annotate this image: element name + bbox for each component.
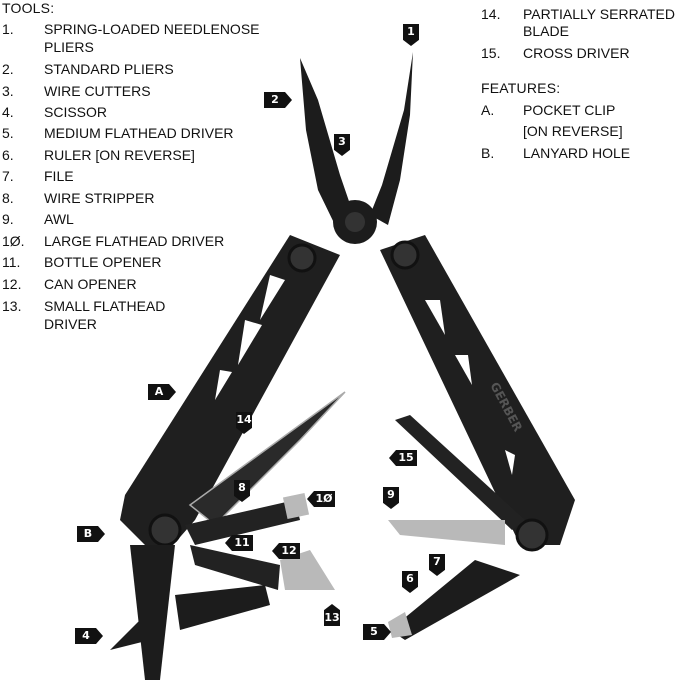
callout-15: 15 [389, 450, 417, 466]
item-label: PLIERS [44, 39, 94, 55]
callout-12: 12 [272, 543, 300, 559]
item-label: PARTIALLY SERRATED [523, 6, 675, 22]
item-number: 14. [481, 6, 501, 22]
item-number: 15. [481, 45, 501, 61]
features-heading: FEATURES: [481, 80, 561, 96]
item-label: LARGE FLATHEAD DRIVER [44, 233, 225, 249]
item-label: MEDIUM FLATHEAD DRIVER [44, 125, 234, 141]
callout-7: 7 [429, 554, 445, 576]
callout-8: 8 [234, 480, 250, 502]
item-number: 4. [2, 104, 14, 120]
item-label: SPRING-LOADED NEEDLENOSE [44, 21, 260, 37]
callout-2: 2 [264, 92, 292, 108]
callout-1: 1 [403, 24, 419, 46]
item-label: SMALL FLATHEAD [44, 298, 166, 314]
callout-b: B [77, 526, 105, 542]
right-tools [388, 415, 525, 640]
left-tools [110, 492, 335, 680]
item-number: 13. [2, 298, 22, 314]
left-handle [120, 235, 340, 560]
item-label: CAN OPENER [44, 276, 137, 292]
callout-10: 1Ø [307, 491, 335, 507]
item-label: DRIVER [44, 316, 97, 332]
item-number: 7. [2, 168, 14, 184]
item-label: WIRE STRIPPER [44, 190, 155, 206]
callout-13: 13 [324, 604, 340, 626]
item-label: STANDARD PLIERS [44, 61, 174, 77]
item-number: 2. [2, 61, 14, 77]
item-label: CROSS DRIVER [523, 45, 630, 61]
item-label: AWL [44, 211, 74, 227]
item-number: 1. [2, 21, 14, 37]
callout-a: A [148, 384, 176, 400]
item-label: BOTTLE OPENER [44, 254, 162, 270]
item-number: A. [481, 102, 495, 118]
item-label: BLADE [523, 23, 569, 39]
item-label: FILE [44, 168, 74, 184]
item-number: 12. [2, 276, 22, 292]
item-number: 1Ø. [2, 233, 25, 249]
item-label: [ON REVERSE] [523, 123, 623, 139]
item-number: 5. [2, 125, 14, 141]
item-label: SCISSOR [44, 104, 108, 120]
callout-4: 4 [75, 628, 103, 644]
item-number: 8. [2, 190, 14, 206]
item-label: WIRE CUTTERS [44, 83, 151, 99]
item-label: RULER [ON REVERSE] [44, 147, 195, 163]
item-label: LANYARD HOLE [523, 145, 631, 161]
callout-14: 14 [236, 412, 252, 434]
item-number: 6. [2, 147, 14, 163]
tools-heading: TOOLS: [2, 0, 55, 16]
callout-6: 6 [402, 571, 418, 593]
blade [188, 391, 346, 527]
callout-11: 11 [225, 535, 253, 551]
pliers-jaws [300, 52, 413, 244]
right-handle: GERBER [380, 235, 575, 552]
callout-9: 9 [383, 487, 399, 509]
callout-3: 3 [334, 134, 350, 156]
item-number: 9. [2, 211, 14, 227]
item-number: 3. [2, 83, 14, 99]
callout-5: 5 [363, 624, 391, 640]
item-number: 11. [2, 254, 21, 270]
item-label: POCKET CLIP [523, 102, 616, 118]
item-number: B. [481, 145, 495, 161]
